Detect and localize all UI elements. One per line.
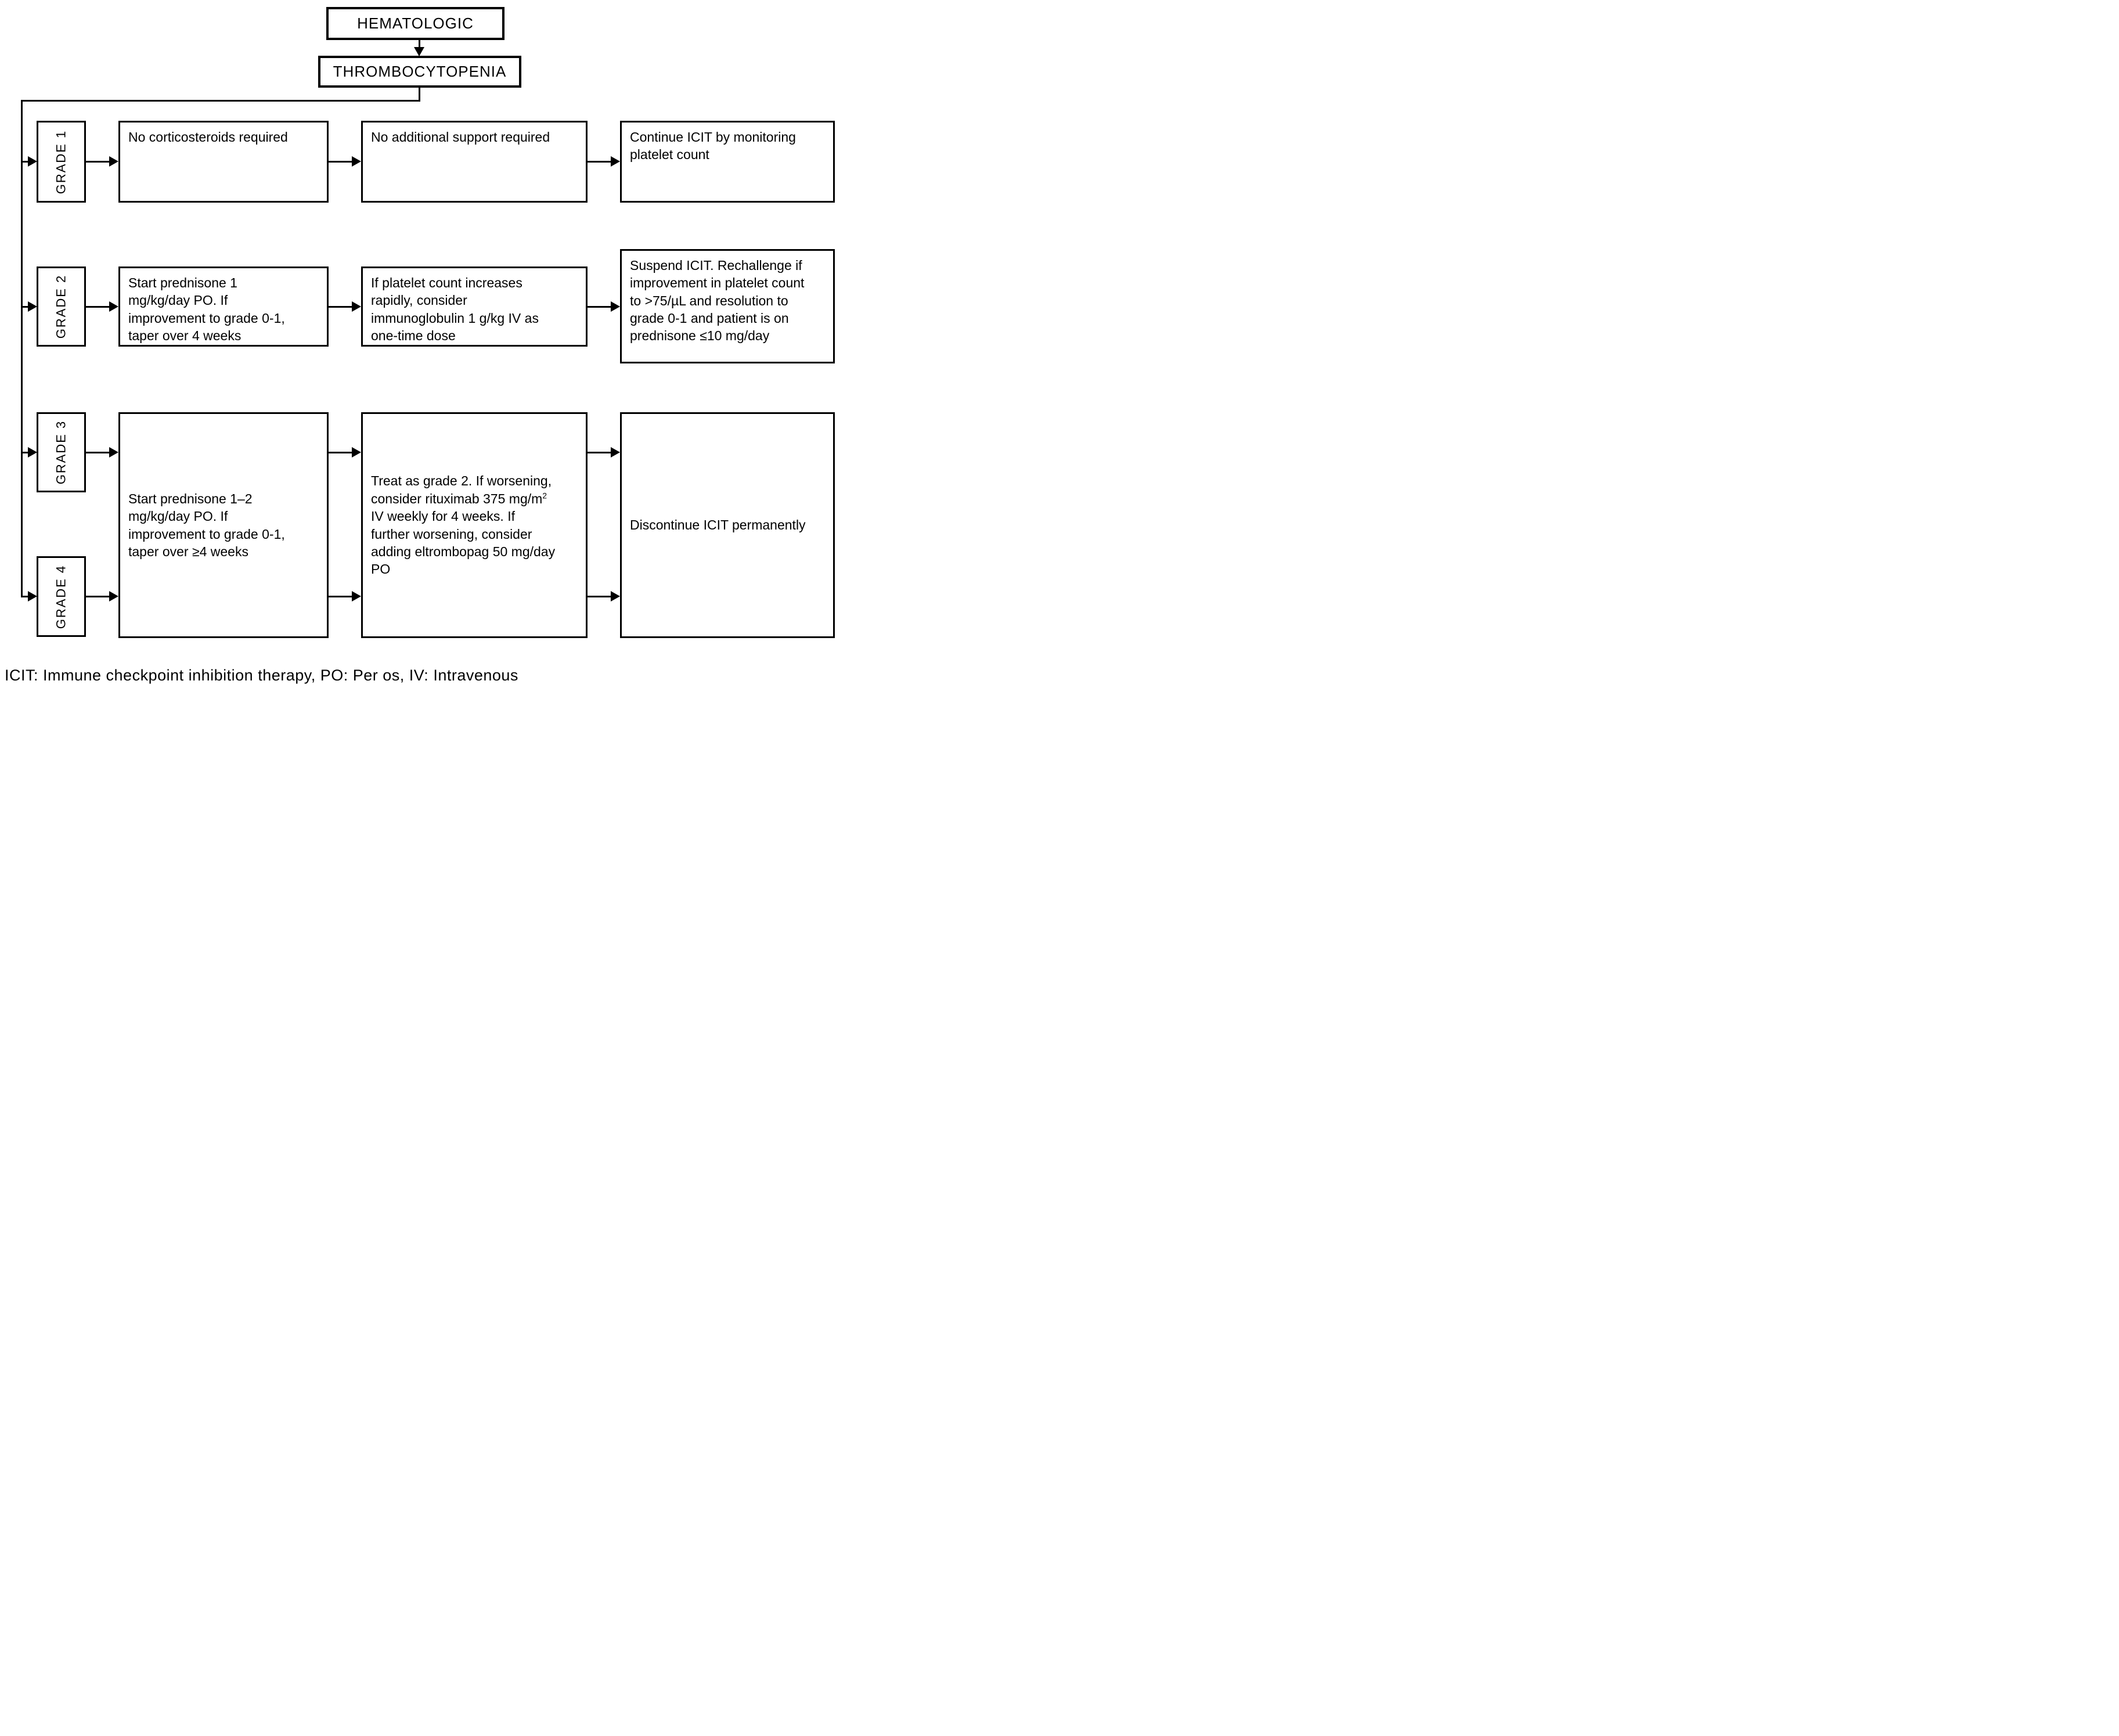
connector-root-line: [419, 39, 420, 48]
arrow-grade4-step1-head-icon: [109, 591, 118, 602]
thrombocytopenia-box: THROMBOCYTOPENIA: [318, 56, 521, 88]
grade1-step2-box: No additional support required: [361, 121, 588, 203]
arrow-step1-step2-row3-line: [329, 452, 352, 453]
hematologic-box: HEMATOLOGIC: [326, 7, 504, 40]
grade2-step1-text: Start prednisone 1 mg/kg/day PO. If impr…: [128, 275, 285, 344]
grade1-step1-text: No corticosteroids required: [128, 129, 288, 145]
hematologic-label: HEMATOLOGIC: [357, 15, 474, 32]
grade3-label: GRADE 3: [53, 420, 69, 485]
arrow-rail-grade1-head-icon: [28, 156, 37, 167]
arrow-step1-step2-row2-head-icon: [352, 301, 361, 312]
grade34-step2-text-post: IV weekly for 4 weeks. If further worsen…: [371, 509, 556, 577]
arrow-step1-step2-row4-line: [329, 596, 352, 597]
connector-elbow-down-line: [419, 87, 420, 102]
arrow-step2-step3-row3-head-icon: [611, 447, 620, 458]
abbreviation-legend: ICIT: Immune checkpoint inhibition thera…: [5, 667, 518, 684]
arrow-grade2-step1-head-icon: [109, 301, 118, 312]
arrow-rail-grade3-line: [21, 452, 29, 453]
grade34-step1-box: Start prednisone 1–2 mg/kg/day PO. If im…: [118, 412, 329, 638]
grade2-step3-box: Suspend ICIT. Rechallenge if improvement…: [620, 249, 835, 363]
grade34-step3-text: Discontinue ICIT permanently: [630, 517, 806, 533]
flowchart-canvas: HEMATOLOGIC THROMBOCYTOPENIA GRADE 1 GRA…: [0, 0, 848, 694]
grade34-step3-box: Discontinue ICIT permanently: [620, 412, 835, 638]
grade2-box: GRADE 2: [37, 266, 86, 347]
grade1-step3-box: Continue ICIT by monitoring platelet cou…: [620, 121, 835, 203]
arrow-step1-step2-row1-head-icon: [352, 156, 361, 167]
grade2-step1-box: Start prednisone 1 mg/kg/day PO. If impr…: [118, 266, 329, 347]
connector-left-rail-line: [21, 100, 23, 597]
grade34-step1-text: Start prednisone 1–2 mg/kg/day PO. If im…: [128, 491, 285, 559]
arrow-grade1-step1-head-icon: [109, 156, 118, 167]
grade2-step2-box: If platelet count increases rapidly, con…: [361, 266, 588, 347]
arrow-step2-step3-row2-line: [588, 306, 611, 308]
arrow-rail-grade4-head-icon: [28, 591, 37, 602]
arrow-step2-step3-row4-line: [588, 596, 611, 597]
arrow-step2-step3-row3-line: [588, 452, 611, 453]
connector-elbow-horizontal-line: [21, 100, 420, 102]
grade2-step2-text: If platelet count increases rapidly, con…: [371, 275, 539, 344]
arrow-grade3-step1-line: [86, 452, 110, 453]
arrow-rail-grade2-line: [21, 306, 29, 308]
grade34-step2-superscript: 2: [542, 491, 547, 500]
arrow-grade1-step1-line: [86, 161, 110, 163]
arrow-grade3-step1-head-icon: [109, 447, 118, 458]
arrow-rail-grade2-head-icon: [28, 301, 37, 312]
arrow-step2-step3-row2-head-icon: [611, 301, 620, 312]
arrow-step1-step2-row4-head-icon: [352, 591, 361, 602]
connector-root-arrowhead-icon: [414, 47, 424, 56]
grade4-label: GRADE 4: [53, 564, 69, 629]
thrombocytopenia-label: THROMBOCYTOPENIA: [333, 63, 507, 80]
arrow-step1-step2-row2-line: [329, 306, 352, 308]
grade34-step2-text: Treat as grade 2. If worsening, consider…: [363, 466, 561, 584]
grade2-step3-text: Suspend ICIT. Rechallenge if improvement…: [630, 258, 805, 344]
arrow-grade4-step1-line: [86, 596, 110, 597]
grade1-step2-text: No additional support required: [371, 129, 550, 145]
arrow-step1-step2-row1-line: [329, 161, 352, 163]
grade4-box: GRADE 4: [37, 556, 86, 637]
arrow-grade2-step1-line: [86, 306, 110, 308]
grade34-step2-text-pre: Treat as grade 2. If worsening, consider…: [371, 473, 552, 506]
grade1-step1-box: No corticosteroids required: [118, 121, 329, 203]
arrow-rail-grade1-line: [21, 161, 29, 163]
grade1-step3-text: Continue ICIT by monitoring platelet cou…: [630, 129, 796, 163]
arrow-step2-step3-row1-head-icon: [611, 156, 620, 167]
grade1-box: GRADE 1: [37, 121, 86, 203]
arrow-step1-step2-row3-head-icon: [352, 447, 361, 458]
grade2-label: GRADE 2: [53, 274, 69, 339]
arrow-step2-step3-row1-line: [588, 161, 611, 163]
grade3-box: GRADE 3: [37, 412, 86, 492]
arrow-rail-grade3-head-icon: [28, 447, 37, 458]
grade34-step2-box: Treat as grade 2. If worsening, consider…: [361, 412, 588, 638]
arrow-rail-grade4-line: [21, 596, 29, 597]
arrow-step2-step3-row4-head-icon: [611, 591, 620, 602]
grade1-label: GRADE 1: [53, 129, 69, 194]
